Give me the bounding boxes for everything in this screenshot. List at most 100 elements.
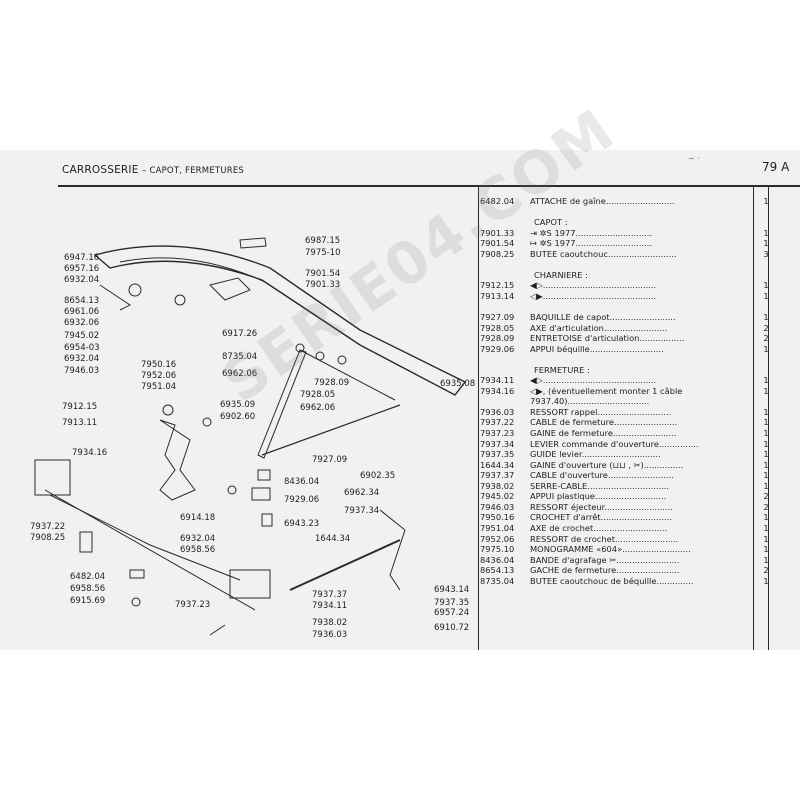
part-row [480,354,800,365]
bolt-head [162,404,174,416]
bolt-head [202,417,212,427]
part-code: 7936.03 [480,406,515,417]
label: 6943.14 [434,585,469,595]
label: 6962.34 [344,488,379,498]
part-quantity: 1 [763,575,769,586]
part-row: 8735.04 BUTEE caoutchouc de béquille.....… [480,576,800,587]
part-quantity: 2 [763,322,769,333]
part-description: RESSORT de crochet......................… [530,533,679,544]
part-quantity: 2 [763,565,769,576]
part-code: 7952.06 [480,533,515,544]
part-code: 8436.04 [480,554,515,565]
label: 7927.09 [312,455,347,465]
part-description: LEVIER commande d'ouverture.............… [530,438,699,449]
label: 7908.25 [30,533,65,543]
part-quantity: 1 [763,459,769,470]
label: 6935.08 [440,379,475,389]
label: 6910.72 [434,623,469,633]
nut-part [128,283,142,297]
label: 6932.04 [180,534,215,544]
part-description: GUIDE levier............................… [530,449,661,460]
part-description: CROCHET d'arrêt.........................… [530,512,672,523]
part-code: 7928.05 [480,322,515,333]
label: 6958.56 [180,545,215,555]
diagram-labels: 6947.16 6957.16 6932.04 8654.13 6961.06 … [30,236,475,640]
clip [261,513,273,527]
label: 6958.56 [70,584,105,594]
label: 6902.35 [360,471,395,481]
part-quantity: 1 [763,449,769,460]
part-description: ATTACHE de gaîne........................… [530,196,675,206]
rubber-stop [79,531,93,553]
lock-plate [34,459,71,496]
title-main: CARROSSERIE [62,164,139,176]
part-code: 1644.34 [480,459,515,470]
scan-mark: ~ · [688,154,700,163]
label: 7901.33 [305,280,340,290]
washer-part [174,294,186,306]
part-quantity: 1 [763,512,769,523]
label: 8654.13 [64,296,99,306]
part-code: 8654.13 [480,565,515,576]
left-hinge [159,419,196,501]
part-description: APPUI plastique.........................… [530,491,667,502]
part-code: 7913.14 [480,290,515,301]
part-row: 7934.11◀▷...............................… [480,375,800,386]
part-code: 7912.15 [480,280,515,291]
part-description: ⇥ ✲S 1977............................. [530,227,653,238]
part-row: 7901.33 ⇥ ✲S 1977........................… [480,228,800,239]
part-quantity: 1 [763,428,769,439]
hood-hinge-plate [209,277,251,301]
diagram-svg: 6947.16 6957.16 6932.04 8654.13 6961.06 … [30,236,475,640]
part-code: 7908.25 [480,248,515,259]
part-quantity: 1 [763,280,769,291]
part-row [480,259,800,270]
closing-cable [44,489,256,611]
part-code: 7937.23 [480,428,515,439]
part-code: 8735.04 [480,575,515,586]
part-description: ENTRETOISE d'articulation...............… [530,333,685,344]
part-quantity: 1 [763,385,769,396]
label: 7946.03 [64,366,99,376]
label: 6987.15 [305,236,340,246]
section-heading-row: CHARNIERE : [480,270,800,281]
label: 7928.09 [314,378,349,388]
page-number: 79 A [762,160,790,174]
part-code: 7938.02 [480,480,515,491]
part-code: 7975.10 [480,544,515,555]
catch-hook [99,284,131,311]
part-row: 7937.40)............................... [480,396,800,407]
label: 8735.04 [222,352,257,362]
part-code: 7934.16 [480,385,515,396]
part-code: 7946.03 [480,501,515,512]
label: 6902.60 [220,412,255,422]
label: 6961.06 [64,307,99,317]
title-sub: – CAPOT, FERMETURES [142,166,244,176]
part-description: BANDE d'agrafage ✂......................… [530,554,680,565]
part-quantity: 1 [763,480,769,491]
part-description: ◀▷......................................… [530,375,657,386]
part-description: CHARNIERE : [534,269,588,280]
latch [229,569,271,599]
part-code: 7901.33 [480,227,515,238]
part-description: BUTEE caoutchouc de béquille............… [530,575,694,586]
exploded-diagram: 6947.16 6957.16 6932.04 8654.13 6961.06 … [0,186,478,650]
support-block [251,487,271,501]
part-description: MONOGRAMME «604»........................… [530,544,691,555]
part-description: APPUI béquille..........................… [530,343,664,354]
label: 6917.26 [222,329,257,339]
cable-clip [129,569,145,579]
bolt-head [227,485,237,495]
part-quantity: 1 [763,544,769,555]
